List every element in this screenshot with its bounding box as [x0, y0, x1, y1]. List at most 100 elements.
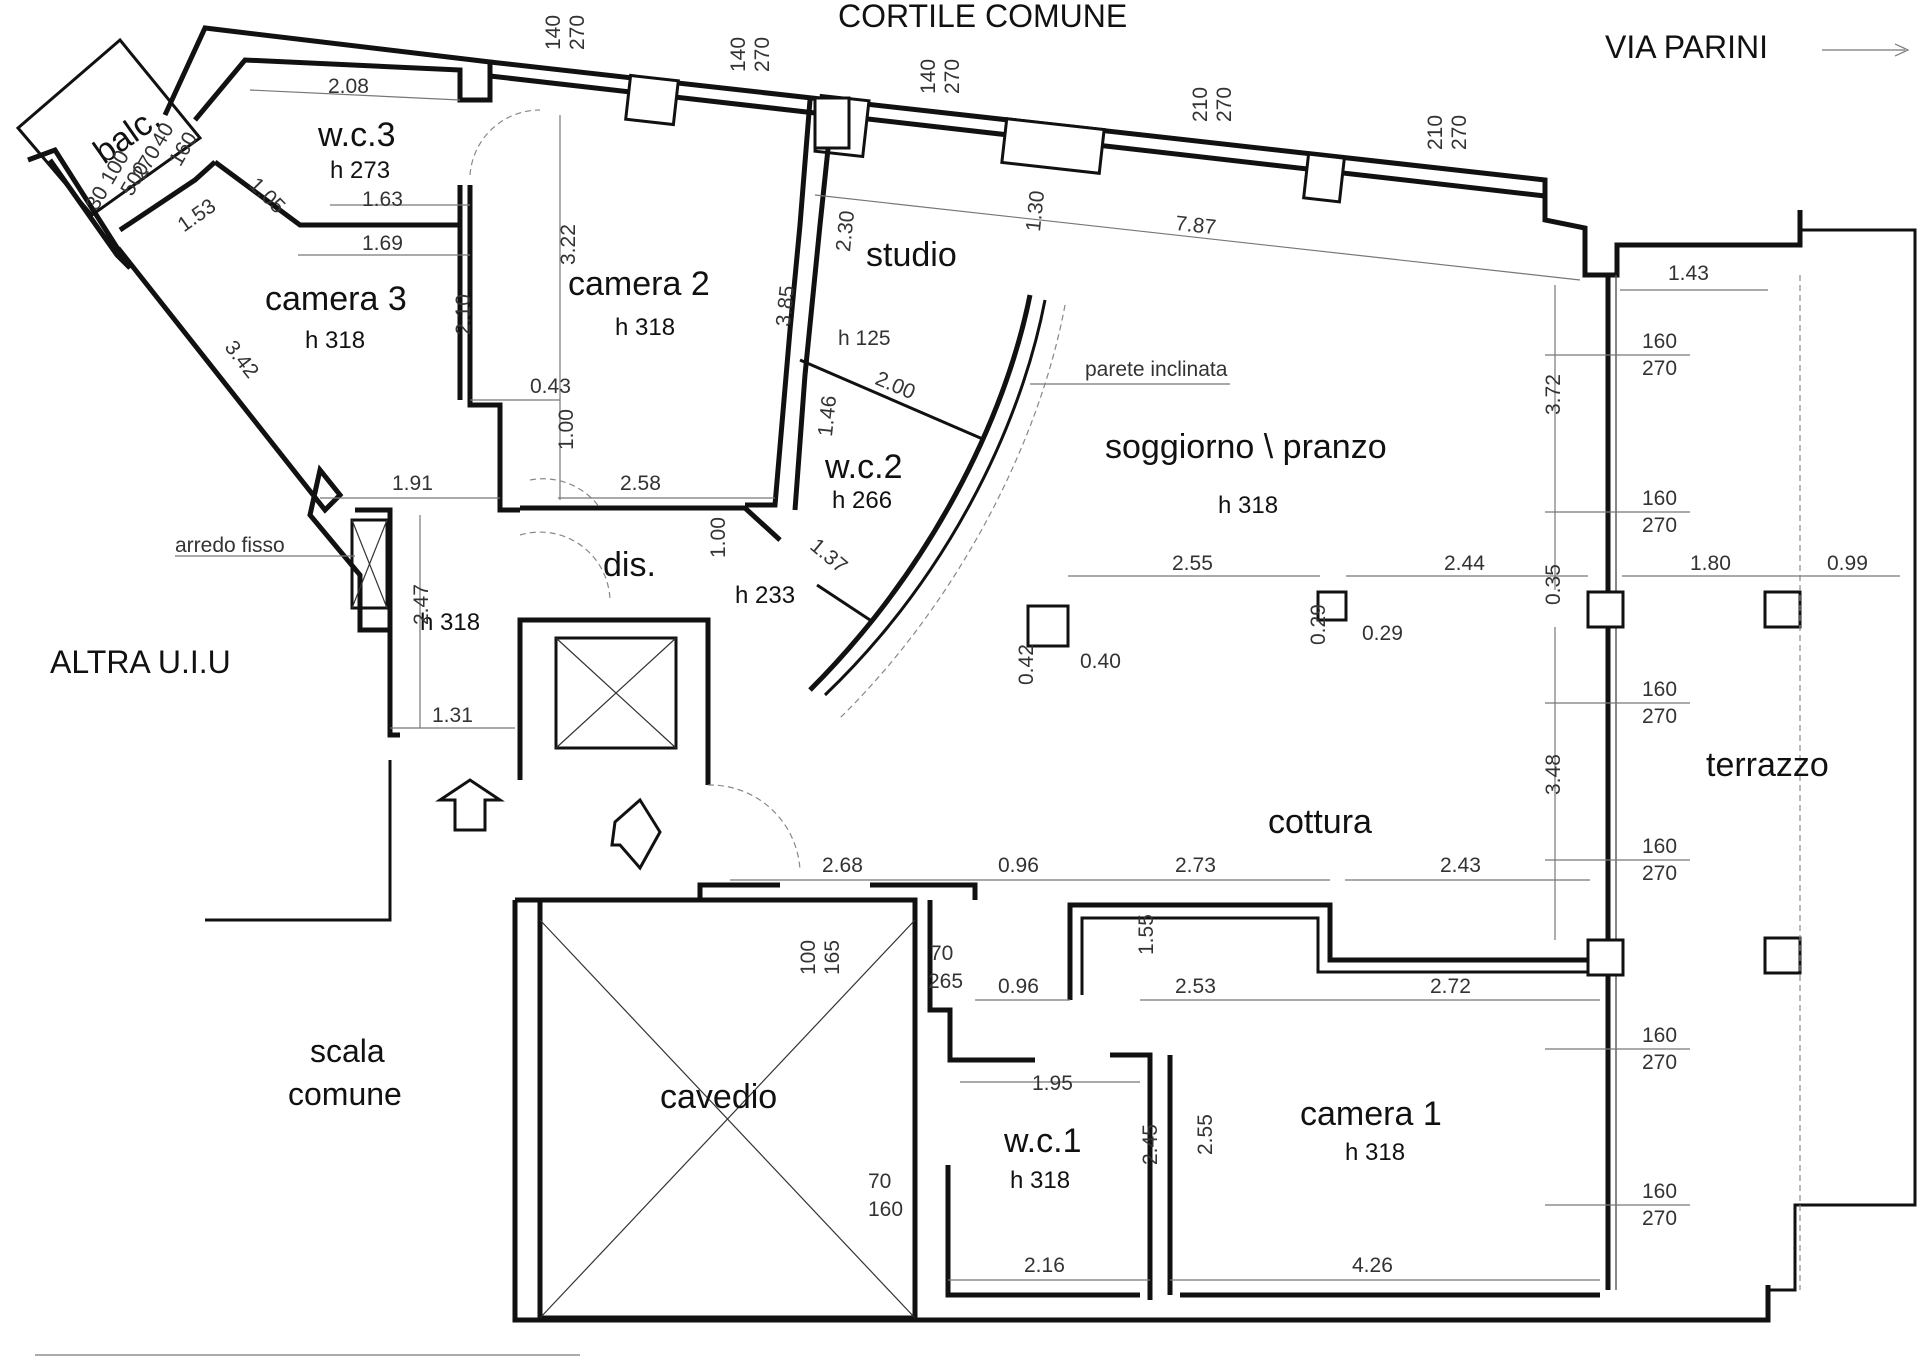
fixed-furniture	[350, 518, 389, 610]
room-camera3-height: h 318	[305, 327, 365, 354]
dim-272: 2.72	[1430, 975, 1471, 998]
window-mark-cavedio: 100 165	[797, 940, 844, 975]
room-scala-line2: comune	[288, 1076, 402, 1112]
cavedio-north	[515, 882, 780, 903]
dim-163: 1.63	[362, 188, 403, 211]
via-parini-arrow-head-icon	[1894, 43, 1910, 57]
room-wc3-name: w.c.3	[317, 116, 395, 154]
east-window-4-b: 270	[1642, 862, 1677, 885]
dim-096b: 0.96	[998, 975, 1039, 998]
east-window-2-a: 160	[1642, 487, 1677, 510]
dim-line-787	[814, 194, 1581, 281]
inclined-wall-inner	[823, 299, 1047, 697]
inclined-wall	[808, 294, 1033, 692]
east-pier-2	[1586, 938, 1625, 977]
east-window-6-a: 160	[1642, 1180, 1677, 1203]
door-entry	[707, 784, 801, 871]
room-cottura-name: cottura	[1268, 803, 1372, 841]
wc1-east-wall	[1110, 1052, 1153, 1300]
room-soggiorno-name: soggiorno \ pranzo	[1105, 428, 1387, 466]
room-wc2-name: w.c.2	[824, 448, 902, 486]
dim-137: 1.37	[806, 534, 852, 578]
dim-255b: 2.55	[1194, 1114, 1217, 1155]
dim-096a: 0.96	[998, 854, 1039, 877]
dim-787: 7.87	[1174, 212, 1217, 239]
dim-247: 2.47	[410, 584, 433, 625]
dim-191: 1.91	[392, 472, 433, 495]
window-mark-4-b: 270	[1213, 87, 1236, 122]
west-corridor-wall	[355, 507, 393, 735]
window-mark-3-a: 140	[917, 59, 940, 94]
dim-273: 2.73	[1175, 854, 1216, 877]
east-pier-1	[1586, 590, 1625, 629]
other-unit-label: ALTRA U.I.U	[50, 644, 231, 680]
window-mark-4: 210 270	[1189, 87, 1236, 122]
dim-153: 1.53	[174, 194, 221, 236]
window-mark-1-b: 270	[566, 15, 589, 50]
pillar-2	[1316, 590, 1348, 622]
room-scala-line1: scala	[310, 1033, 385, 1069]
note-arredo: arredo fisso	[175, 534, 285, 557]
elevator-cross-2	[555, 637, 677, 749]
dim-035: 0.35	[1542, 564, 1565, 605]
east-window-1-a: 160	[1642, 330, 1677, 353]
window-mark-cavedio-b: 165	[821, 940, 844, 975]
other-unit-boundary	[205, 760, 392, 922]
entry-arrow-up-icon	[435, 778, 505, 832]
north-pier-3	[1000, 117, 1106, 175]
street-label: VIA PARINI	[1605, 29, 1768, 65]
room-wc2-height: h 266	[832, 487, 892, 514]
terrace-outline	[1768, 228, 1917, 1292]
room-studio-name: studio	[866, 236, 957, 274]
courtyard-label: CORTILE COMUNE	[838, 0, 1127, 34]
dim-230: 2.30	[832, 210, 859, 253]
dim-146: 1.46	[814, 395, 841, 438]
dim-143: 1.43	[1668, 262, 1709, 285]
entry-arrow-right-icon	[610, 797, 662, 871]
dim-043: 0.43	[530, 375, 571, 398]
walls	[15, 25, 1917, 1323]
note-h125: h 125	[838, 327, 891, 350]
dim-100b: 1.00	[707, 517, 730, 558]
dim-195: 1.95	[1032, 1072, 1073, 1095]
room-camera2-height: h 318	[615, 314, 675, 341]
window-mark-1: 140 270	[542, 15, 589, 50]
camera2-east-wall	[745, 99, 813, 508]
pillar-1	[1026, 604, 1070, 648]
camera3-east-wall	[467, 185, 520, 513]
balcony-outline	[15, 37, 203, 218]
cottura-wall	[1067, 902, 1590, 1000]
room-wc1-name: w.c.1	[1003, 1122, 1081, 1160]
north-pier-1	[624, 73, 680, 127]
east-window-3-b: 270	[1642, 705, 1677, 728]
camera3-north-wall	[118, 160, 217, 233]
dim-200: 2.00	[872, 367, 919, 404]
west-wall-balcony	[27, 146, 133, 270]
terrace-pier-2	[1763, 936, 1802, 975]
dim-099: 0.99	[1827, 552, 1868, 575]
room-dis-name: dis.	[603, 546, 656, 584]
note-parete: parete inclinata	[1085, 358, 1228, 381]
east-window-5-a: 160	[1642, 1024, 1677, 1047]
north-facade	[489, 59, 1803, 278]
dim-243: 2.43	[1440, 854, 1481, 877]
dim-169: 1.69	[362, 232, 403, 255]
cavedio-top-wall	[512, 900, 1771, 1323]
room-dis-height: h 233	[735, 582, 795, 609]
window-mark-3: 140 270	[917, 59, 964, 94]
east-window-6-b: 270	[1642, 1207, 1677, 1230]
dim-029a: 0.29	[1307, 604, 1330, 645]
dim-029b: 0.29	[1362, 622, 1403, 645]
dim-130: 1.30	[1022, 190, 1049, 233]
dim-245: 2.45	[1139, 1124, 1162, 1165]
north-wall	[162, 25, 493, 122]
room-ingresso-height: h 318	[420, 609, 480, 636]
cavedio-north-2	[870, 882, 978, 900]
east-window-4-a: 160	[1642, 835, 1677, 858]
wc2-south-wall	[816, 583, 871, 622]
dim-342: 3.42	[220, 336, 263, 382]
cottura-wall-inner	[1080, 916, 1590, 995]
window-mark-2-a: 140	[727, 37, 750, 72]
room-camera2-name: camera 2	[568, 265, 710, 303]
